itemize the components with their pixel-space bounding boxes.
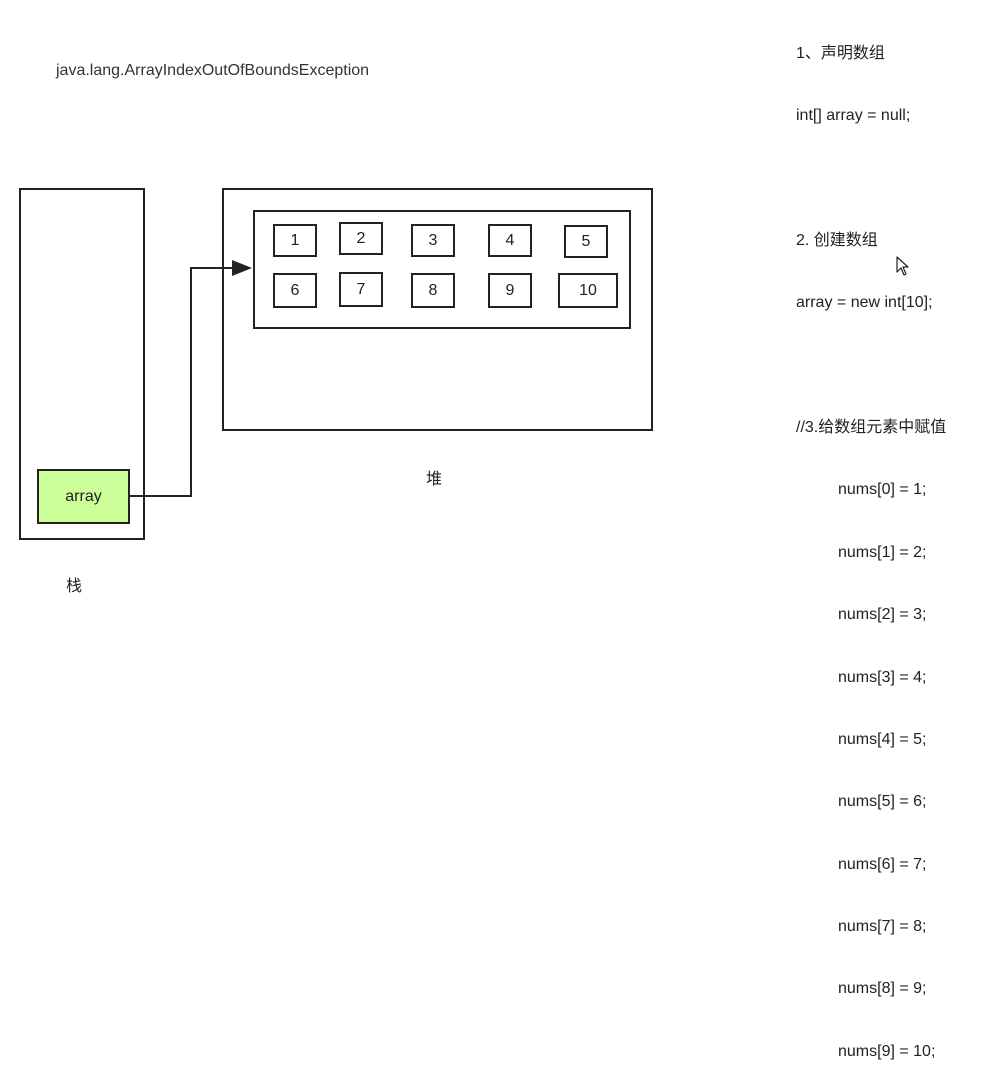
assignment-line: nums[9] = 10; xyxy=(838,1042,936,1060)
note-line xyxy=(796,168,982,189)
array-cell: 6 xyxy=(273,273,317,308)
array-cell: 5 xyxy=(564,225,608,258)
array-reference-label: array xyxy=(65,487,102,505)
assignment-line: nums[0] = 1; xyxy=(838,481,927,499)
array-cell: 9 xyxy=(488,273,532,308)
array-cell: 8 xyxy=(411,273,455,308)
array-cell: 3 xyxy=(411,224,455,257)
array-cell: 4 xyxy=(488,224,532,257)
assignment-line: nums[1] = 2; xyxy=(838,543,927,561)
assignment-line: nums[5] = 6; xyxy=(838,793,927,811)
assignment-line: nums[4] = 5; xyxy=(838,730,927,748)
assignment-line: nums[8] = 9; xyxy=(838,980,927,998)
array-reference-node: array xyxy=(37,469,130,524)
note-line: 1、声明数组 xyxy=(796,44,885,62)
assignment-line: nums[6] = 7; xyxy=(838,855,927,873)
heap-label: 堆 xyxy=(426,471,443,488)
reference-connector xyxy=(130,267,234,497)
array-cell: 1 xyxy=(273,224,317,257)
diagram-canvas: { "exception_text": "java.lang.ArrayInde… xyxy=(19,44,947,1060)
array-object xyxy=(253,210,631,329)
note-line: //3.给数组元素中赋值 xyxy=(796,418,947,436)
assignment-line: nums[2] = 3; xyxy=(838,606,927,624)
mouse-pointer-icon xyxy=(896,256,909,276)
array-cell: 7 xyxy=(339,272,383,307)
assignment-line: nums[7] = 8; xyxy=(838,918,927,936)
stack-label: 栈 xyxy=(66,578,83,595)
note-line: array = new int[10]; xyxy=(796,294,933,312)
note-line: int[] array = null; xyxy=(796,106,911,124)
code-notes: 1、声明数组 int[] array = null; 2. 创建数组 array… xyxy=(796,2,982,1083)
array-cell: 10 xyxy=(558,273,618,308)
array-cell: 2 xyxy=(339,222,383,255)
exception-label: java.lang.ArrayIndexOutOfBoundsException xyxy=(56,62,370,79)
note-line xyxy=(796,356,982,377)
note-line: 2. 创建数组 xyxy=(796,231,878,249)
assignment-line: nums[3] = 4; xyxy=(838,668,927,686)
